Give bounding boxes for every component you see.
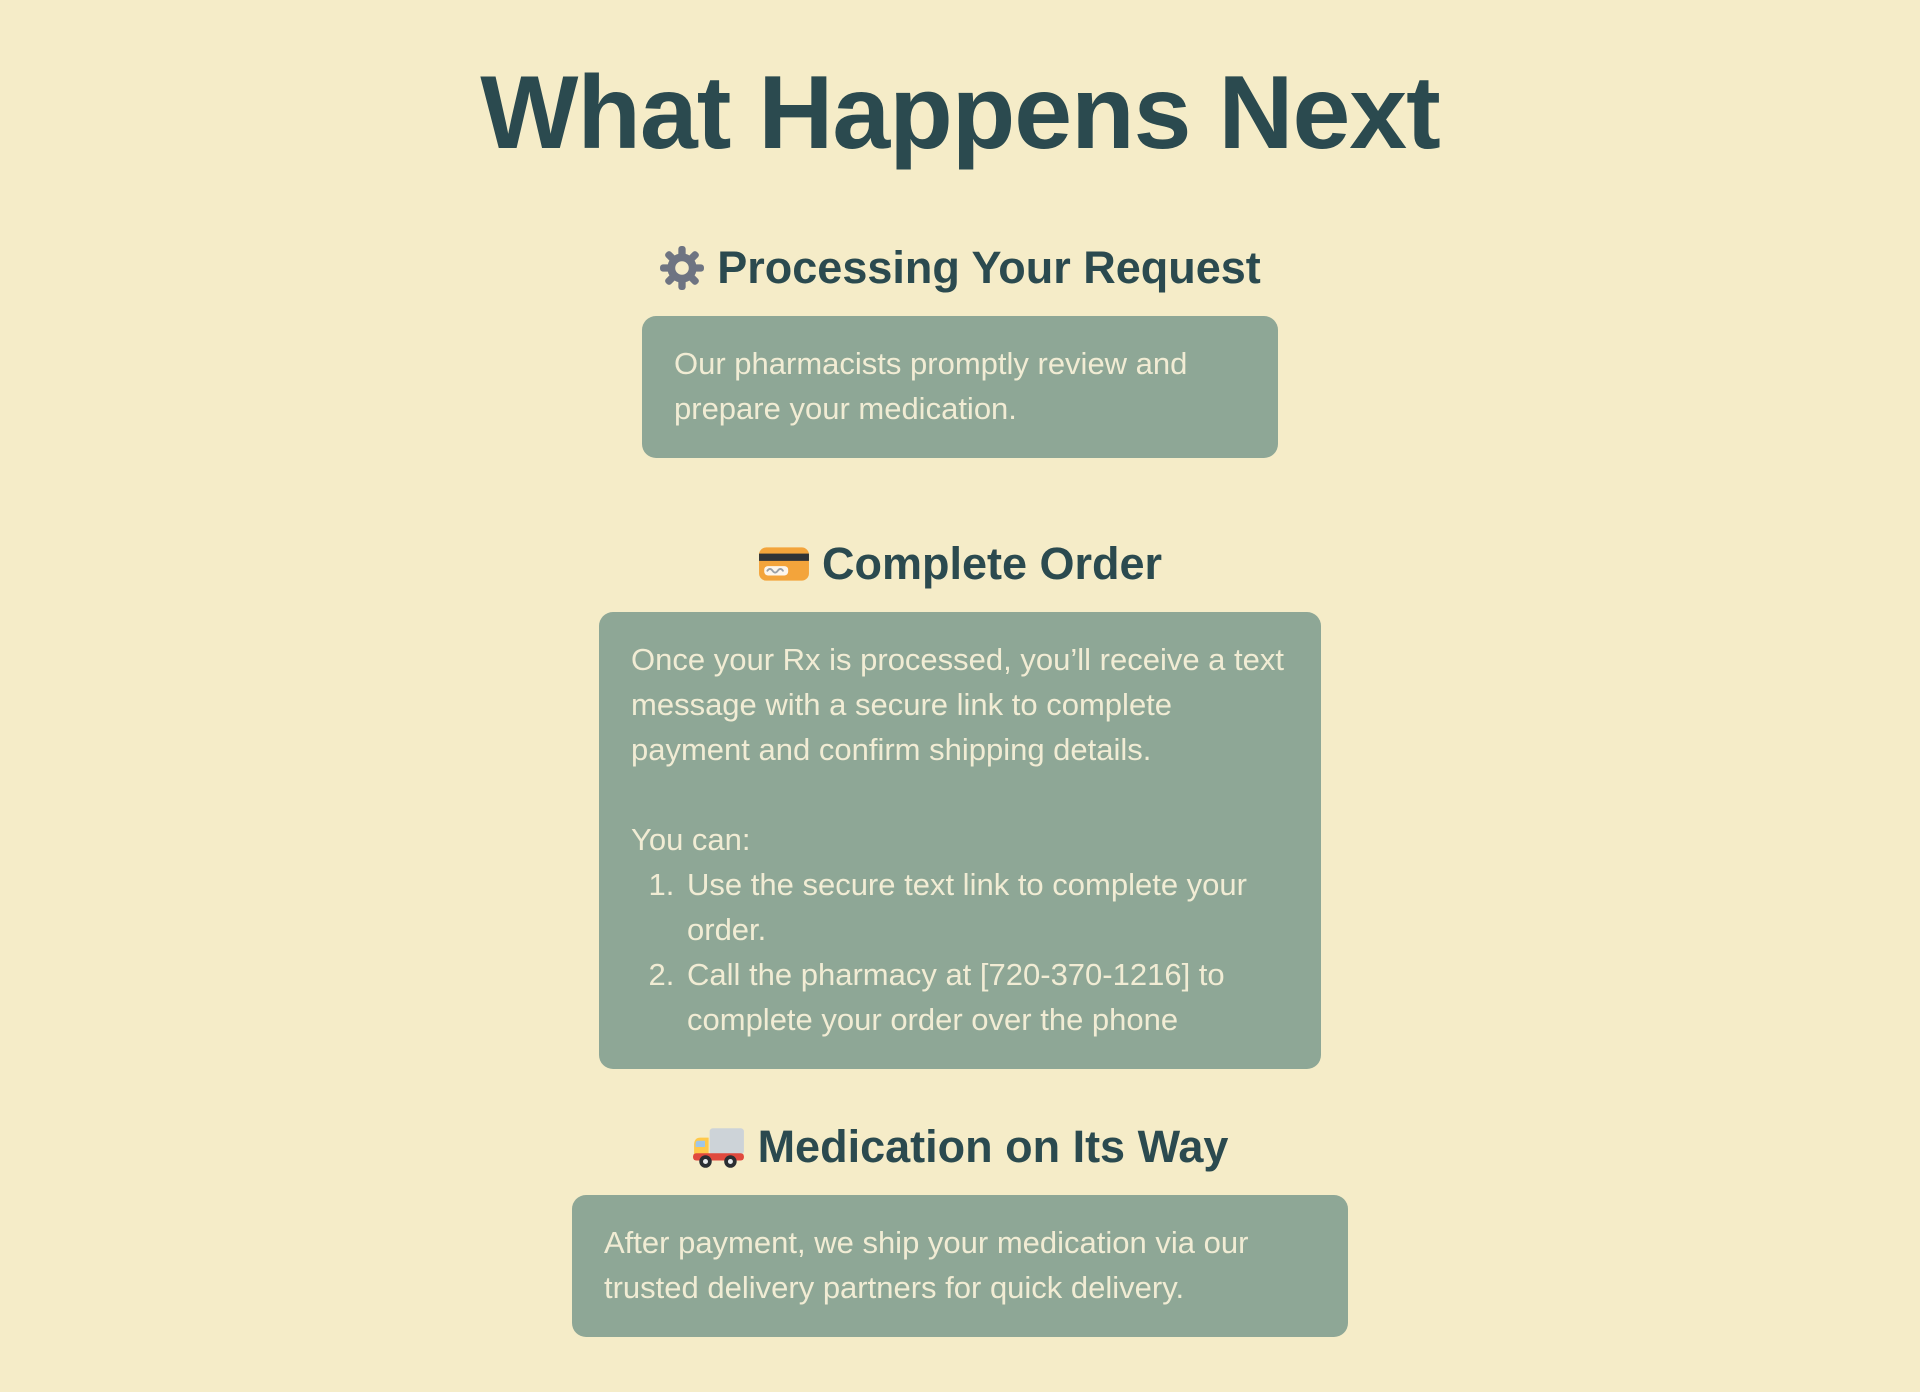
- info-card-complete-order: Once your Rx is processed, you’ll receiv…: [599, 612, 1321, 1069]
- section-heading-text: Processing Your Request: [717, 242, 1261, 293]
- gear-icon: [659, 245, 705, 291]
- list-intro: You can:: [631, 822, 751, 858]
- section-medication-on-way: Medication on Its Way After payment, we …: [572, 1069, 1348, 1337]
- info-card-processing: Our pharmacists promptly review and prep…: [642, 316, 1278, 459]
- section-processing-request: Processing Your Request Our pharmacists …: [642, 178, 1278, 459]
- section-heading-text: Medication on Its Way: [757, 1120, 1229, 1172]
- credit-card-icon: [758, 544, 810, 584]
- list-item: Use the secure text link to complete you…: [683, 863, 1289, 953]
- section-heading-complete-order: Complete Order: [758, 536, 1162, 592]
- section-heading-processing: Processing Your Request: [659, 240, 1261, 296]
- options-list: Use the secure text link to complete you…: [631, 863, 1289, 1043]
- section-heading-text: Complete Order: [821, 538, 1163, 590]
- section-heading-medication: Medication on Its Way: [692, 1119, 1229, 1175]
- card-text: After payment, we ship your medication v…: [604, 1225, 1249, 1306]
- page-title: What Happens Next: [480, 55, 1441, 171]
- list-item: Call the pharmacy at [720-370-1216] to c…: [683, 953, 1289, 1043]
- section-complete-order: Complete Order Once your Rx is processed…: [599, 458, 1321, 1069]
- card-text: Our pharmacists promptly review and prep…: [674, 346, 1188, 427]
- truck-icon: [692, 1125, 746, 1169]
- info-card-medication: After payment, we ship your medication v…: [572, 1195, 1348, 1337]
- card-text: Once your Rx is processed, you’ll receiv…: [631, 642, 1284, 768]
